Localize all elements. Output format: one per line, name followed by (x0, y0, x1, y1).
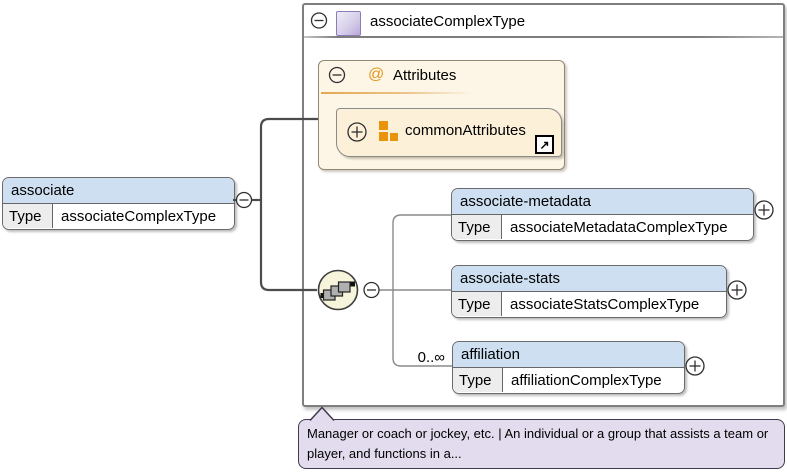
attribute-group-name: commonAttributes (405, 122, 526, 139)
element-box-associate[interactable]: associate Type associateComplexType (2, 177, 235, 230)
element-name: affiliation (453, 342, 684, 368)
attribute-group-commonAttributes[interactable]: commonAttributes ↗ (336, 108, 562, 157)
type-label: Type (453, 368, 503, 392)
complex-type-icon (336, 11, 361, 36)
annotation-text: Manager or coach or jockey, etc. | An in… (307, 426, 769, 461)
type-label: Type (452, 292, 502, 316)
title-separator (304, 36, 783, 38)
element-name: associate (3, 178, 234, 204)
complex-type-title: associateComplexType (370, 13, 526, 30)
type-value: associateStatsComplexType (502, 292, 726, 316)
element-box-affiliation[interactable]: affiliation Type affiliationComplexType (452, 341, 685, 394)
attributes-separator (321, 92, 473, 94)
annotation-callout: Manager or coach or jockey, etc. | An in… (298, 419, 785, 469)
type-label: Type (452, 215, 502, 239)
type-label: Type (3, 204, 53, 228)
element-box-associate-stats[interactable]: associate-stats Type associateStatsCompl… (451, 265, 727, 318)
type-value: associateComplexType (53, 204, 234, 228)
element-name: associate-stats (452, 266, 726, 292)
attribute-group-icon (379, 121, 398, 141)
attributes-title: Attributes (393, 67, 457, 84)
element-name: associate-metadata (452, 189, 753, 215)
type-value: affiliationComplexType (503, 368, 684, 392)
type-value: associateMetadataComplexType (502, 215, 753, 239)
at-symbol-icon: @ (368, 66, 385, 83)
occurrence-label: 0..∞ (417, 349, 445, 366)
collapse-toggle-associate[interactable] (235, 191, 253, 209)
element-box-associate-metadata[interactable]: associate-metadata Type associateMetadat… (451, 188, 754, 241)
jump-to-definition-icon[interactable]: ↗ (535, 135, 554, 154)
